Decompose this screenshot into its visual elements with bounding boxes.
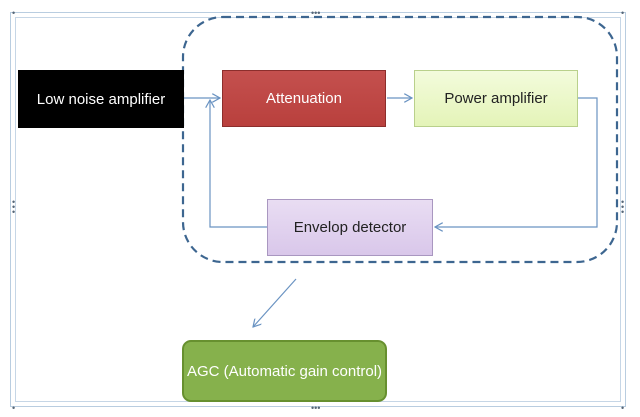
resize-handle-top[interactable]: ••• [311,8,321,18]
resize-handle-bottom-right[interactable]: • [621,403,625,413]
node-agc-label: AGC (Automatic gain control) [186,362,383,380]
resize-handle-right[interactable]: ••• [621,197,625,217]
connector-loop-to-agc [253,278,297,327]
resize-handle-left[interactable]: ••• [12,197,16,217]
node-attenuation[interactable]: Attenuation [222,70,386,127]
resize-handle-top-left[interactable]: • [12,8,16,18]
node-agc[interactable]: AGC (Automatic gain control) [182,340,387,402]
resize-handle-bottom-left[interactable]: • [12,403,16,413]
node-envelope-detector-label: Envelop detector [293,219,407,236]
canvas-frame-outer [10,12,626,407]
connector-power-amp-to-envelope [435,97,598,227]
resize-handle-top-right[interactable]: • [621,8,625,18]
node-envelope-detector[interactable]: Envelop detector [267,199,433,256]
node-low-noise-amplifier[interactable]: Low noise amplifier [18,70,184,128]
resize-handle-bottom[interactable]: ••• [311,403,321,413]
node-power-amplifier-label: Power amplifier [444,90,548,107]
node-attenuation-label: Attenuation [266,90,342,107]
connector-envelope-to-attenuation [210,100,267,228]
node-power-amplifier[interactable]: Power amplifier [414,70,578,127]
feedback-loop-group-outline [181,15,619,264]
node-low-noise-amplifier-label: Low noise amplifier [36,90,166,108]
